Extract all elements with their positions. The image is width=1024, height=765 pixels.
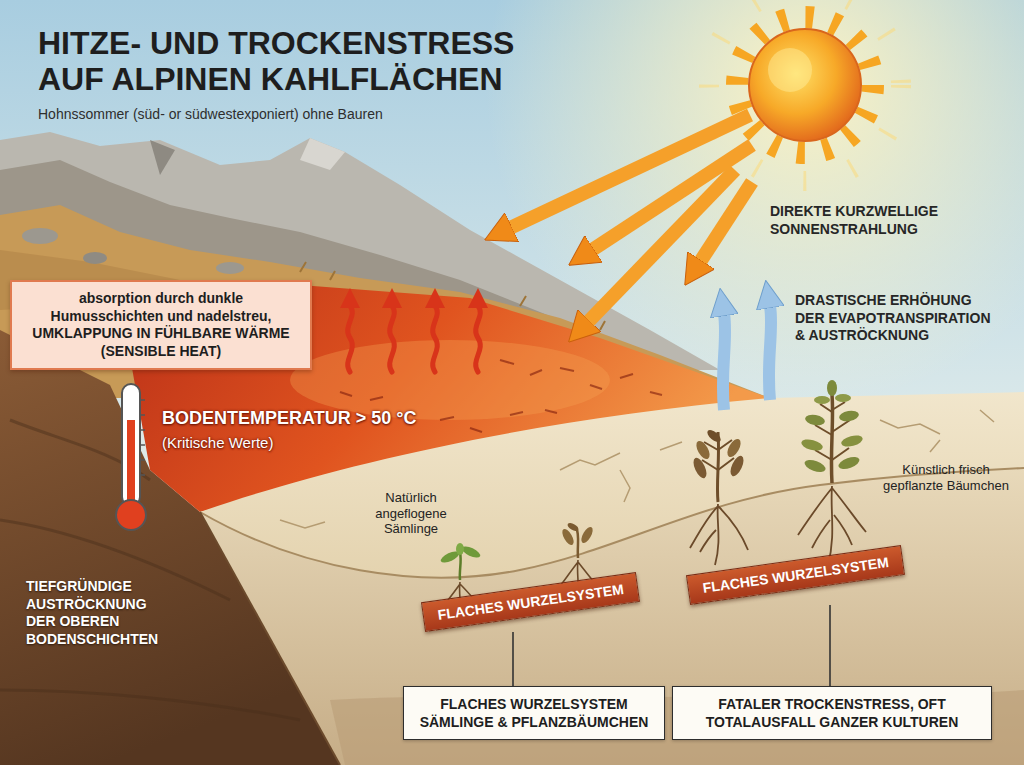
sun-part — [737, 17, 873, 153]
node-text: FATALER TROCKENSTRESS, OFT TOTALAUSFALL … — [681, 695, 983, 731]
connector-line — [512, 632, 514, 686]
seedling-green-part — [456, 543, 464, 555]
sapling-planted-part — [837, 455, 861, 472]
sapling-wilted-part — [728, 454, 746, 478]
sapling-wilted-part — [690, 504, 748, 565]
heat-arrows-part — [476, 306, 481, 372]
node-text: FLACHES WURZELSYSTEM SÄMLINGE & PFLANZBÄ… — [412, 695, 656, 731]
sapling-wilted-part — [691, 456, 709, 480]
grass-slope-part — [22, 228, 58, 244]
thermometer-part — [140, 400, 145, 475]
thermometer-part — [127, 420, 135, 510]
sapling-planted-part — [804, 413, 825, 426]
radiation-label: DIREKTE KURZWELLIGE SONNENSTRAHLUNG — [770, 203, 952, 238]
grass-slope-part — [216, 262, 244, 274]
sun-rays-arrows — [510, 115, 752, 322]
sapling-planted-part — [838, 409, 859, 422]
sapling-wilted-part — [705, 428, 722, 444]
sapling-planted-part — [831, 395, 832, 483]
sun-part — [749, 29, 861, 141]
critical-note: (Kritische Werte) — [162, 434, 273, 451]
soil-block — [200, 392, 1024, 765]
heat-arrows-part — [390, 306, 395, 372]
seedling-wilted-part — [566, 521, 579, 532]
sapling-planted-part — [835, 394, 851, 402]
heat-arrows-part — [348, 306, 353, 372]
heat-arrows-part — [340, 288, 488, 308]
sun-rays-arrows-part — [700, 182, 752, 262]
heat-arrows-part — [433, 306, 438, 372]
soil-block-part — [200, 468, 1024, 765]
seedling-wilted-part — [579, 525, 595, 545]
result-box: FATALER TROCKENSTRESS, OFT TOTALAUSFALL … — [672, 686, 992, 740]
connector-line — [829, 605, 831, 686]
mountains-part — [300, 138, 345, 170]
evaporation-arrows-part — [769, 306, 771, 400]
soil-block-part — [200, 512, 340, 765]
seedling-wilted-part — [576, 527, 578, 558]
sapling-wilted-part — [717, 432, 718, 502]
mountains-part — [150, 140, 175, 175]
evaporation-arrows-part — [723, 314, 725, 410]
temperature-label: BODENTEMPERATUR > 50 °C — [162, 408, 416, 429]
callout-box: absorption durch dunkle Humusschichten u… — [10, 280, 312, 370]
drying-label: TIEFGRÜNDIGE AUSTRÖCKNUNG DER OBEREN BOD… — [26, 578, 170, 648]
seedling-green-part — [459, 552, 462, 580]
node-text: absorption durch dunkle Humusschichten u… — [24, 290, 298, 360]
sapling-wilted — [690, 428, 748, 565]
evaporation-label: DRASTISCHE ERHÖHUNG DER EVAPOTRANSPIRATI… — [795, 292, 1003, 345]
sapling-wilted-part — [725, 437, 744, 459]
sapling-planted-part — [814, 396, 830, 404]
sapling-label: Künstlich frisch gepflanzte Bäumchen — [878, 462, 1014, 493]
heat-arrows — [340, 288, 488, 372]
thermometer — [116, 384, 146, 530]
sapling-planted — [798, 380, 866, 565]
result-box: FLACHES WURZELSYSTEM SÄMLINGE & PFLANZBÄ… — [403, 686, 665, 740]
thermometer-part — [116, 500, 146, 530]
sapling-planted-part — [803, 458, 827, 475]
evaporation-arrows — [723, 306, 771, 410]
sapling-wilted-part — [694, 439, 713, 461]
subtitle: Hohnssommer (süd- or südwestexponiert) o… — [38, 106, 383, 122]
sapling-planted-part — [800, 437, 824, 452]
diagram-title: HITZE- UND TROCKENSTRESS AUF ALPINEN KAH… — [38, 26, 538, 98]
sun-part — [768, 48, 812, 92]
seedling-label: Natürlich angeflogene Sämlinge — [356, 490, 466, 537]
grass-slope-part — [83, 252, 107, 264]
sapling-planted-part — [840, 433, 864, 448]
sapling-planted-part — [815, 402, 850, 460]
sapling-planted-part — [827, 380, 837, 396]
